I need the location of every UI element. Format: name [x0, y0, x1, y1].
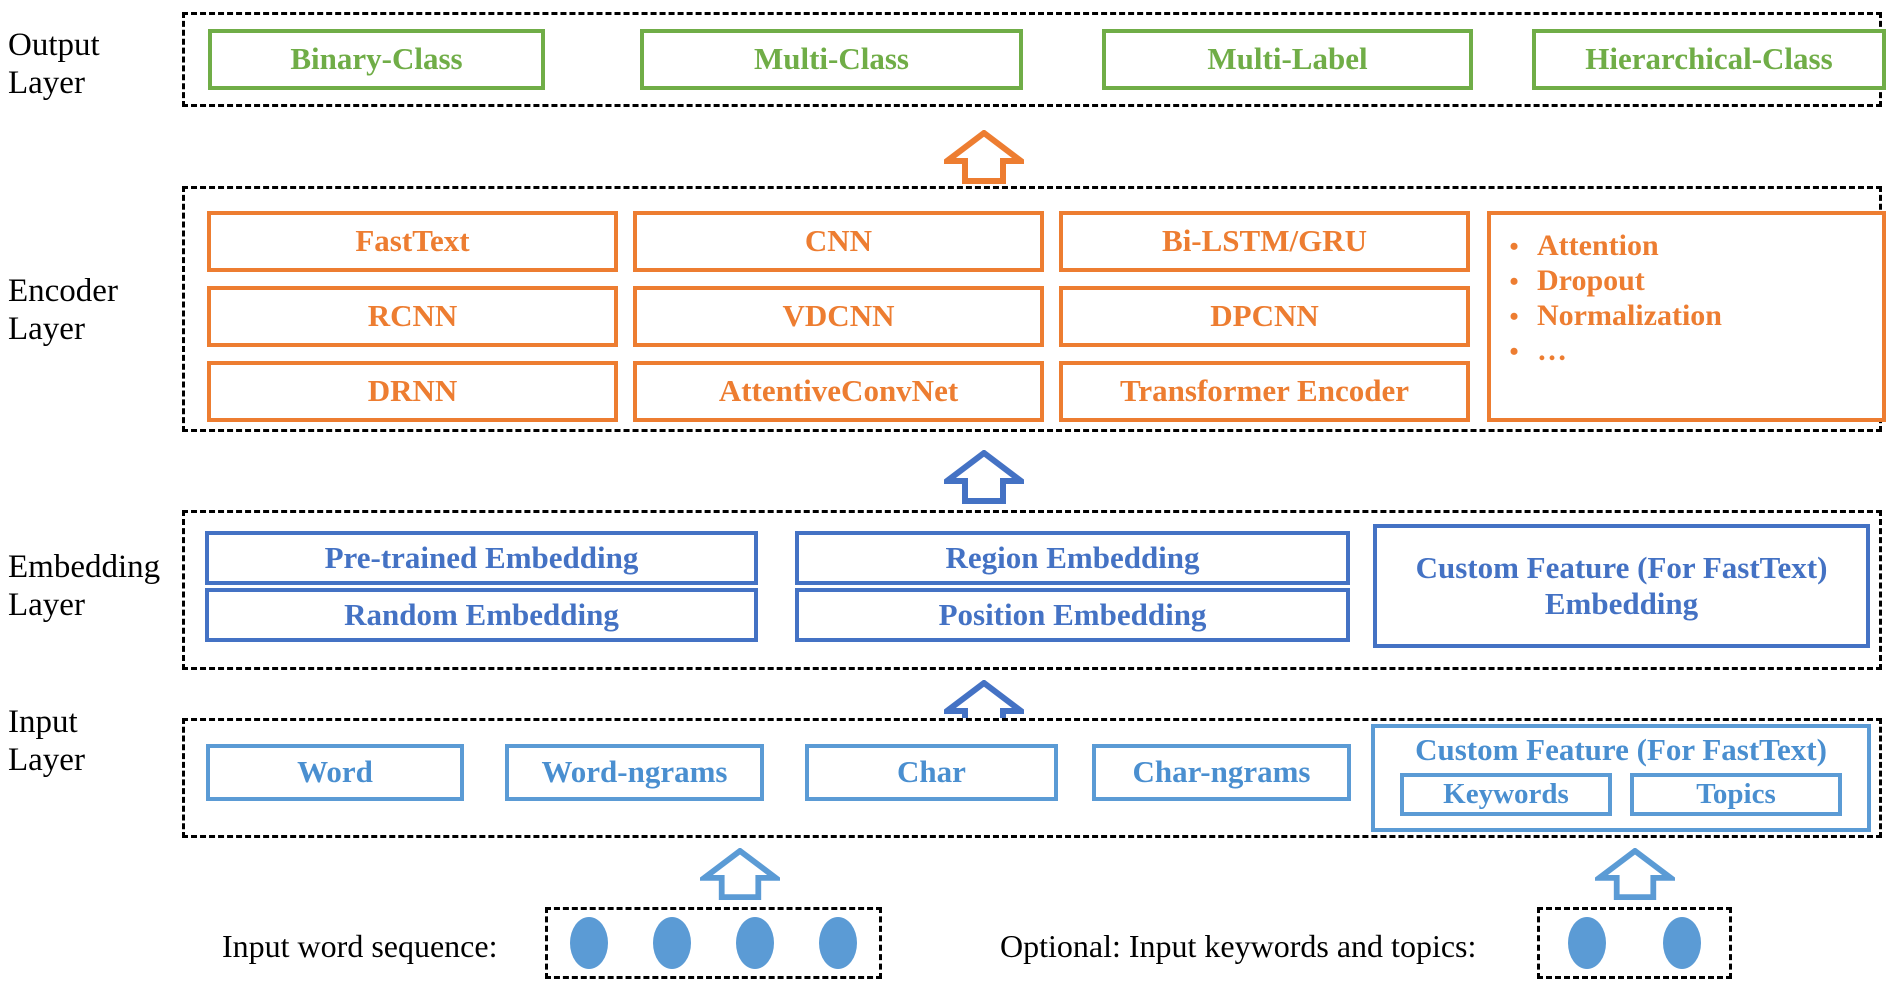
- input-custom-feature-keywords[interactable]: Keywords: [1400, 772, 1612, 816]
- encoder-layer-label: Encoder Layer: [8, 273, 118, 348]
- topic-token: [1662, 917, 1701, 969]
- output-item-multi-label[interactable]: Multi-Label: [1102, 29, 1473, 90]
- embedding-item-pre-trained[interactable]: Pre-trained Embedding: [205, 531, 758, 585]
- encoder-item-fasttext[interactable]: FastText: [207, 211, 618, 272]
- input-item-char[interactable]: Char: [805, 744, 1058, 801]
- arrow-embedding-to-encoder: [944, 450, 1024, 504]
- encoder-item-dpcnn[interactable]: DPCNN: [1059, 286, 1470, 347]
- input-custom-feature-title: Custom Feature (For FastText): [1415, 732, 1827, 767]
- arrow-keywords-topics-to-input: [1595, 848, 1675, 900]
- encoder-item-vdcnn[interactable]: VDCNN: [633, 286, 1044, 347]
- encoder-item-bi-lstm-gru[interactable]: Bi-LSTM/GRU: [1059, 211, 1470, 272]
- embedding-layer-label: Embedding Layer: [8, 549, 161, 624]
- word-token: [735, 917, 774, 969]
- embedding-item-random[interactable]: Random Embedding: [205, 588, 758, 642]
- optional-keywords-topics-tray[interactable]: [1537, 907, 1732, 979]
- output-layer-label: Output Layer: [8, 27, 100, 102]
- word-token: [653, 917, 692, 969]
- embedding-custom-feature-box[interactable]: Custom Feature (For FastText) Embedding: [1373, 524, 1870, 648]
- output-item-binary-class[interactable]: Binary-Class: [208, 29, 545, 90]
- embedding-item-position[interactable]: Position Embedding: [795, 588, 1350, 642]
- encoder-extra-attention[interactable]: • Attention: [1491, 229, 1882, 264]
- encoder-item-cnn[interactable]: CNN: [633, 211, 1044, 272]
- encoder-extra-normalization[interactable]: • Normalization: [1491, 299, 1882, 334]
- arrow-word-sequence-to-input: [700, 848, 780, 900]
- word-token: [818, 917, 857, 969]
- encoder-extras-box: • Attention • Dropout • Normalization • …: [1487, 211, 1886, 422]
- encoder-item-rcnn[interactable]: RCNN: [207, 286, 618, 347]
- encoder-item-attentiveconvnet[interactable]: AttentiveConvNet: [633, 361, 1044, 422]
- input-custom-feature-topics[interactable]: Topics: [1630, 772, 1842, 816]
- input-custom-feature-box[interactable]: Custom Feature (For FastText) Keywords T…: [1371, 724, 1871, 832]
- arrow-encoder-to-output: [944, 130, 1024, 184]
- encoder-extra-label: Normalization: [1537, 299, 1722, 332]
- input-layer-label: Input Layer: [8, 704, 85, 779]
- bullet-icon: •: [1509, 232, 1519, 261]
- output-item-multi-class[interactable]: Multi-Class: [640, 29, 1023, 90]
- output-item-hierarchical-class[interactable]: Hierarchical-Class: [1532, 29, 1886, 90]
- word-token: [570, 917, 609, 969]
- keyword-token: [1568, 917, 1607, 969]
- encoder-item-transformer-encoder[interactable]: Transformer Encoder: [1059, 361, 1470, 422]
- embedding-custom-feature-line1: Custom Feature (For FastText): [1415, 550, 1828, 586]
- input-item-char-ngrams[interactable]: Char-ngrams: [1092, 744, 1351, 801]
- encoder-extra-label: …: [1537, 334, 1567, 367]
- bullet-icon: •: [1509, 337, 1519, 366]
- bullet-icon: •: [1509, 302, 1519, 331]
- bullet-icon: •: [1509, 267, 1519, 296]
- embedding-custom-feature-line2: Embedding: [1544, 586, 1699, 621]
- embedding-item-region[interactable]: Region Embedding: [795, 531, 1350, 585]
- encoder-extra-label: Attention: [1537, 229, 1659, 262]
- encoder-item-drnn[interactable]: DRNN: [207, 361, 618, 422]
- input-item-word[interactable]: Word: [206, 744, 464, 801]
- input-word-sequence-label: Input word sequence:: [222, 928, 498, 964]
- input-word-sequence-tray[interactable]: [545, 907, 882, 979]
- encoder-extra-label: Dropout: [1537, 264, 1645, 297]
- optional-keywords-topics-label: Optional: Input keywords and topics:: [1000, 928, 1477, 964]
- encoder-extra-dropout[interactable]: • Dropout: [1491, 264, 1882, 299]
- encoder-extra-ellipsis[interactable]: • …: [1491, 334, 1882, 369]
- input-item-word-ngrams[interactable]: Word-ngrams: [505, 744, 764, 801]
